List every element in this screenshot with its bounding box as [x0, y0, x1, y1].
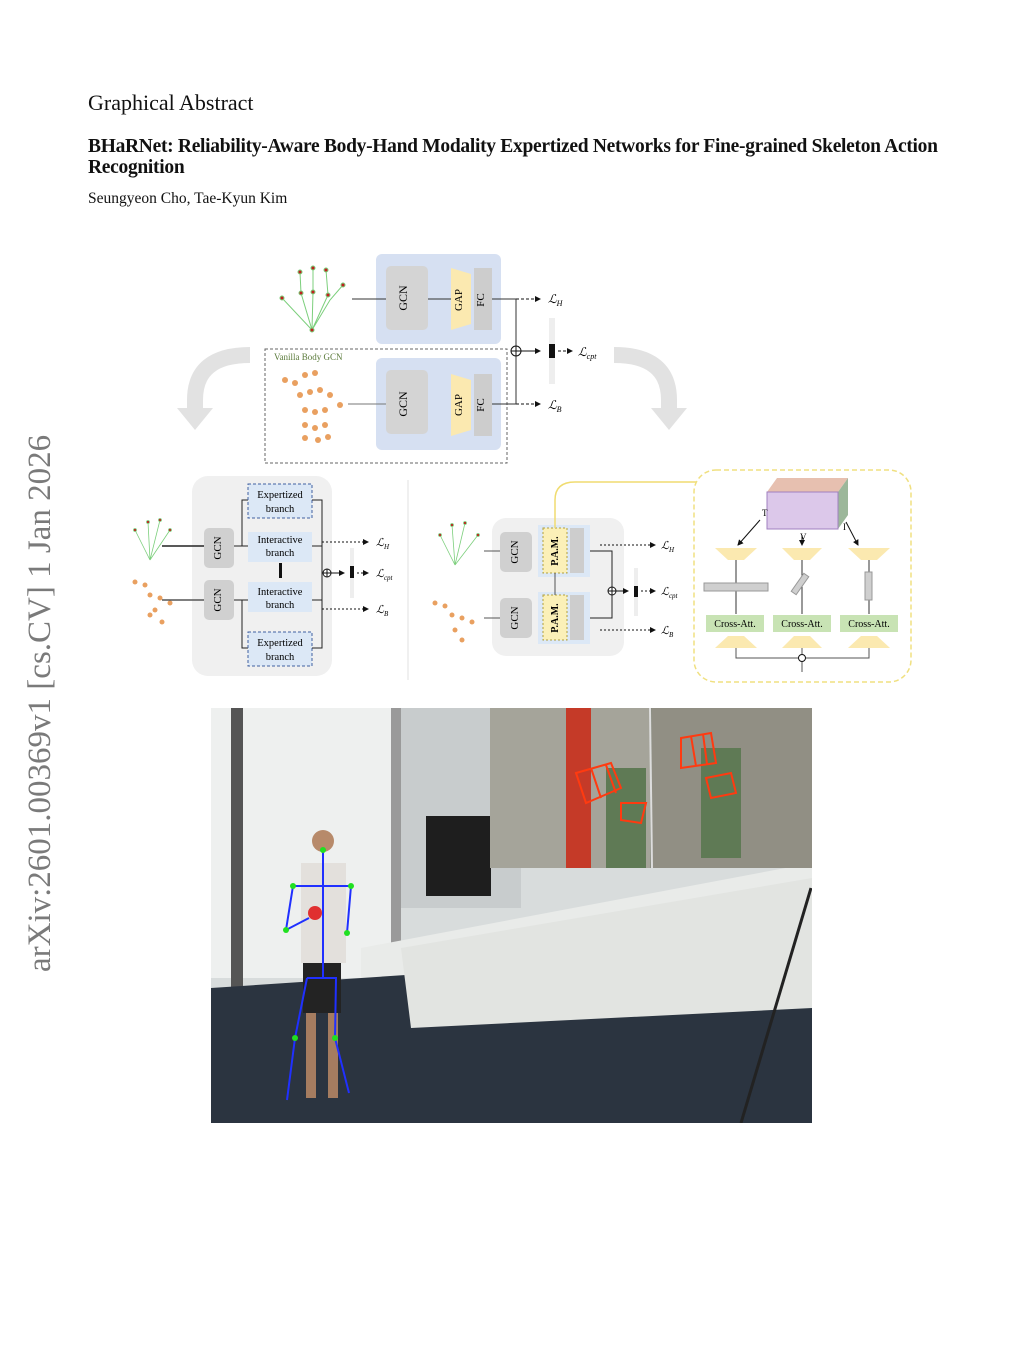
fc-label: FC: [475, 293, 487, 306]
svg-text:ℒH: ℒH: [376, 537, 390, 551]
section-label: Graphical Abstract: [88, 90, 254, 115]
interactive-branch-label: branch: [266, 548, 295, 559]
gcn-label: GCN: [212, 588, 224, 611]
svg-text:ℒcpt: ℒcpt: [661, 586, 679, 600]
vanilla-architecture-diagram: GCN GAP FC ℒH Vanilla Body GCN GCN GAP F…: [132, 254, 912, 683]
cross-att-label: Cross-Att.: [848, 619, 889, 630]
svg-text:ℒB: ℒB: [376, 604, 389, 618]
interactive-branch-label: Interactive: [258, 535, 303, 546]
gcn-label: GCN: [509, 606, 521, 629]
interactive-branch-label: branch: [266, 600, 295, 611]
vanilla-body-gcn-label: Vanilla Body GCN: [274, 352, 343, 362]
expertized-branch-label: Expertized: [257, 638, 303, 649]
expertized-branch-label: branch: [266, 652, 295, 663]
gcn-label: GCN: [212, 536, 224, 559]
curved-arrow-right-icon: [613, 347, 677, 410]
hand-skeleton-icon: [279, 265, 346, 333]
axis-t-label: T: [762, 508, 768, 518]
hand-keypoints-overlay: [574, 731, 738, 825]
gcn-label: GCN: [396, 285, 410, 311]
axis-v-label: V: [800, 532, 807, 542]
loss-cpt-label: ℒcpt: [578, 345, 597, 361]
loss-hand-label: ℒH: [548, 292, 564, 308]
expertized-network-diagram: GCN GCN Expertized branch Interactive br…: [132, 476, 394, 676]
axis-i-label: I: [843, 522, 846, 532]
pam-network-diagram: GCN GCN P.A.M. P.A.M. ℒH ℒcpt ℒB T V I: [432, 469, 912, 683]
loss-body-label: ℒB: [548, 398, 562, 414]
paper-authors: Seungyeon Cho, Tae-Kyun Kim: [88, 190, 288, 207]
svg-text:ℒcpt: ℒcpt: [376, 568, 394, 582]
pam-label: P.A.M.: [550, 536, 561, 566]
interactive-branch-label: Interactive: [258, 587, 303, 598]
cross-att-label: Cross-Att.: [781, 619, 822, 630]
fc-label: FC: [475, 398, 487, 411]
gap-label: GAP: [453, 289, 465, 311]
gap-label: GAP: [453, 394, 465, 416]
curved-arrow-left-icon: [187, 347, 251, 410]
expertized-branch-label: branch: [266, 504, 295, 515]
gcn-label: GCN: [509, 540, 521, 563]
svg-text:ℒB: ℒB: [661, 625, 674, 639]
pam-label: P.A.M.: [550, 603, 561, 633]
skeleton-capture-photo: [211, 708, 812, 1123]
body-skeleton-icon: [282, 370, 343, 443]
cross-att-label: Cross-Att.: [714, 619, 755, 630]
svg-text:ℒH: ℒH: [661, 540, 675, 554]
paper-title: BHaRNet: Reliability-Aware Body-Hand Mod…: [88, 136, 938, 178]
expertized-branch-label: Expertized: [257, 490, 303, 501]
feature-tensor-icon: [766, 491, 839, 530]
gcn-label: GCN: [396, 391, 410, 417]
